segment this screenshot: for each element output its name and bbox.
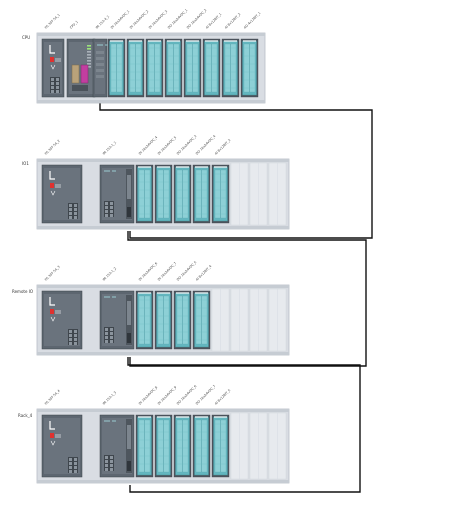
- io-module[interactable]: [107, 38, 126, 98]
- profibus-cables: [99, 103, 373, 493]
- io-module[interactable]: [211, 414, 230, 478]
- power-supply-module[interactable]: [41, 164, 83, 224]
- empty-slot[interactable]: [230, 288, 249, 352]
- interface-module[interactable]: [92, 38, 109, 98]
- empty-slot[interactable]: [249, 412, 268, 480]
- module-label: DI 16x24VDC_8: [138, 385, 158, 405]
- power-supply-module[interactable]: [41, 290, 83, 350]
- rack-name: CPU: [22, 35, 30, 40]
- io-module[interactable]: [154, 290, 173, 350]
- io-module[interactable]: [135, 164, 154, 224]
- rack-name: Remote IO: [12, 289, 33, 294]
- io-module[interactable]: [154, 164, 173, 224]
- io-module[interactable]: [221, 38, 240, 98]
- empty-slot[interactable]: [249, 162, 268, 226]
- io-module[interactable]: [173, 164, 192, 224]
- io-module[interactable]: [183, 38, 202, 98]
- io-module[interactable]: [173, 414, 192, 478]
- module-label: AO 4x12BIT_1: [243, 11, 262, 30]
- module-label: DI 16x24VDC_6: [138, 261, 158, 281]
- module-label: AI 8x12BIT_5: [214, 388, 232, 406]
- interface-module[interactable]: [99, 414, 135, 478]
- rack-name: Rack_4: [18, 413, 33, 418]
- io-module[interactable]: [173, 290, 192, 350]
- profibus-cable[interactable]: [127, 357, 361, 493]
- module-label: DI 16x24VDC_9: [157, 385, 177, 405]
- module-label: DI 16x24VDC_1: [110, 9, 130, 29]
- rack-3[interactable]: Remote IO PS 307 5A_3 IM 153-1_2 DI 16x24VD…: [12, 260, 290, 356]
- interface-module[interactable]: [99, 290, 135, 350]
- module-label: DI 16x24VDC_3: [148, 9, 168, 29]
- module-label: AI 8x12BIT_4: [195, 264, 213, 282]
- io-module[interactable]: [192, 290, 211, 350]
- rack-2[interactable]: IO1 PS 307 5A_2 IM 153-1_1 DI 16x24VDC_4DI …: [22, 134, 290, 230]
- module-label: PS 307 5A_2: [44, 139, 61, 156]
- io-module[interactable]: [211, 164, 230, 224]
- io-module[interactable]: [135, 414, 154, 478]
- empty-slot[interactable]: [211, 288, 230, 352]
- empty-slot[interactable]: [268, 412, 287, 480]
- module-label: DI 16x24VDC_7: [157, 261, 177, 281]
- io-module[interactable]: [154, 414, 173, 478]
- module-label: DI 16x24VDC_2: [129, 9, 149, 29]
- empty-slot[interactable]: [249, 288, 268, 352]
- rack-name: IO1: [22, 161, 29, 166]
- io-module[interactable]: [192, 164, 211, 224]
- empty-slot[interactable]: [230, 412, 249, 480]
- module-label: AI 8x12BIT_3: [214, 138, 232, 156]
- io-module[interactable]: [240, 38, 259, 98]
- module-label: IM 153-1_3: [102, 390, 117, 405]
- module-label: DI 16x24VDC_5: [157, 135, 177, 155]
- module-label: DI 16x24VDC_4: [138, 135, 158, 155]
- io-module[interactable]: [145, 38, 164, 98]
- io-module[interactable]: [126, 38, 145, 98]
- io-module[interactable]: [202, 38, 221, 98]
- rack-4[interactable]: Rack_4 PS 307 5A_4 IM 153-1_3 DI 16x24VDC_8…: [18, 384, 290, 484]
- module-label: AI 8x12BIT_1: [205, 12, 223, 30]
- io-module[interactable]: [192, 414, 211, 478]
- module-label: IM 153-1_2: [102, 266, 117, 281]
- interface-module[interactable]: [99, 164, 135, 224]
- io-module[interactable]: [164, 38, 183, 98]
- module-label: PS 307 5A_4: [44, 389, 61, 406]
- module-label: IM 153-4_1: [95, 14, 110, 29]
- io-module[interactable]: [135, 290, 154, 350]
- cpu-module[interactable]: [66, 38, 96, 98]
- power-supply-module[interactable]: [41, 414, 83, 478]
- power-supply-module[interactable]: [41, 38, 65, 98]
- empty-slot[interactable]: [268, 162, 287, 226]
- empty-slot[interactable]: [230, 162, 249, 226]
- empty-slot[interactable]: [268, 288, 287, 352]
- profibus-cable[interactable]: [99, 103, 373, 239]
- module-label: CPU_1: [69, 20, 79, 30]
- module-label: IM 153-1_1: [102, 140, 117, 155]
- module-label: PS 307 5A_1: [44, 13, 61, 30]
- module-label: AI 8x12BIT_2: [224, 12, 242, 30]
- module-label: PS 307 5A_3: [44, 265, 61, 282]
